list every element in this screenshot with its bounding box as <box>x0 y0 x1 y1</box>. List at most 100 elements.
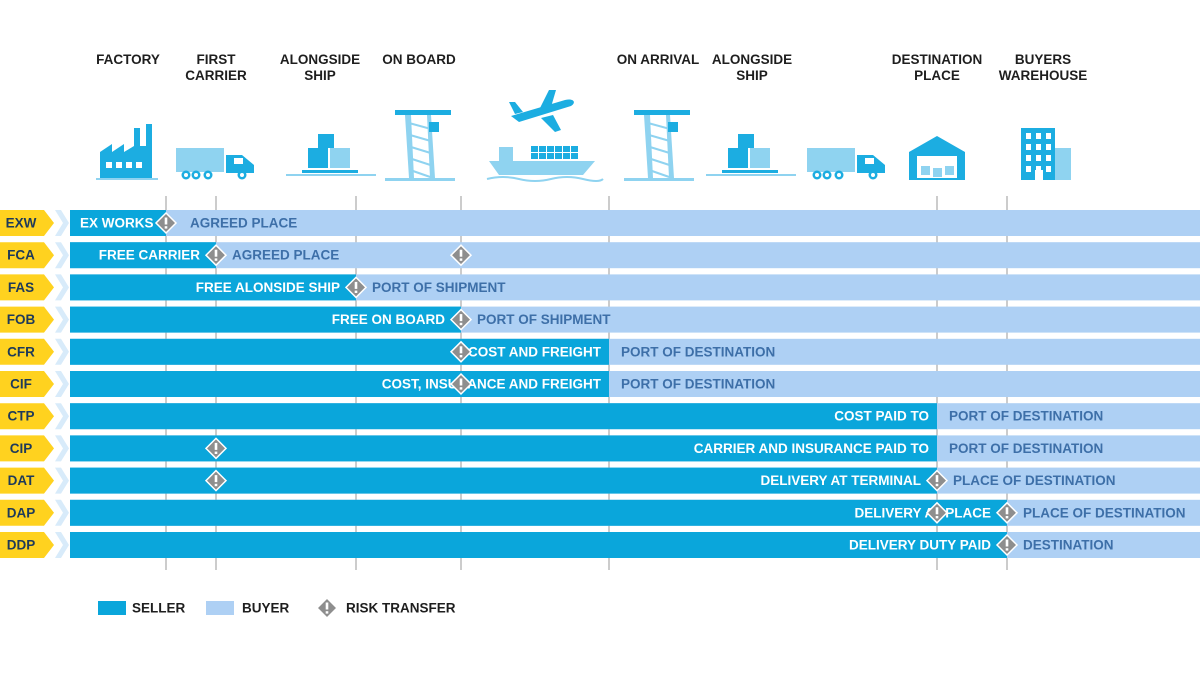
seller-bar <box>70 274 356 301</box>
risk-transfer-icon <box>449 372 473 396</box>
legend-risk-icon <box>315 596 339 620</box>
header-on-arrival: ON ARRIVAL <box>617 52 700 68</box>
seller-bar <box>70 532 1007 558</box>
risk-transfer-icon <box>449 308 473 331</box>
term-row-exw: EXW EX WORKS AGREED PLACE <box>0 210 1200 236</box>
header-factory-line: FACTORY <box>96 52 160 67</box>
legend-risk-label: RISK TRANSFER <box>346 601 456 616</box>
seller-bar <box>70 306 461 333</box>
seller-label: DELIVERY AT TERMINAL <box>760 473 921 488</box>
buyer-label: PORT OF DESTINATION <box>621 344 775 359</box>
buyer-label: PORT OF SHIPMENT <box>477 312 611 327</box>
legend-buyer-label: BUYER <box>242 601 290 616</box>
term-row-dat: DAT DELIVERY AT TERMINAL PLACE OF DESTINAT… <box>0 467 1200 494</box>
chevron-icon <box>55 274 69 301</box>
risk-transfer-icon <box>204 469 228 492</box>
term-code-badge <box>0 210 54 236</box>
risk-transfer-icon <box>925 469 949 492</box>
seller-label: DELIVERY AT PLACE <box>854 505 991 520</box>
term-row-cfr: CFR COST AND FREIGHT PORT OF DESTINATION <box>0 338 1200 365</box>
chevron-icon <box>55 338 69 365</box>
term-code-badge <box>0 371 54 397</box>
risk-transfer-icon <box>154 211 178 235</box>
boxes-on-pallet-icon <box>286 134 376 176</box>
risk-transfer-icon <box>925 501 949 524</box>
buyer-label: AGREED PLACE <box>232 248 339 263</box>
chevron-icon <box>55 371 69 397</box>
risk-transfer-icon <box>449 340 473 363</box>
legend-buyer-swatch <box>206 601 234 615</box>
chevron-icon <box>55 467 69 494</box>
seller-bar <box>70 371 609 397</box>
header-destination-place-line: DESTINATION <box>891 52 983 67</box>
term-code-badge <box>0 242 54 269</box>
seller-label: DELIVERY DUTY PAID <box>849 538 991 553</box>
term-code: DDP <box>7 538 36 553</box>
term-code: FCA <box>7 248 35 263</box>
term-code: DAT <box>8 473 35 488</box>
header-factory: FACTORY <box>96 52 160 68</box>
term-code: DAP <box>7 505 36 520</box>
legend: SELLER BUYER RISK TRANSFER <box>98 596 456 620</box>
seller-label: FREE ALONSIDE SHIP <box>196 280 340 295</box>
buyer-label: PORT OF DESTINATION <box>949 409 1103 424</box>
term-code-badge <box>0 467 54 494</box>
term-row-ddp: DDP DELIVERY DUTY PAID DESTINATION <box>0 532 1200 558</box>
term-code: CFR <box>7 344 35 359</box>
seller-label: COST PAID TO <box>834 409 929 424</box>
term-row-fca: FCA FREE CARRIER AGREED PLACE <box>0 242 1200 269</box>
seller-bar <box>70 403 937 430</box>
buyer-label: PLACE OF DESTINATION <box>953 473 1116 488</box>
chevron-icon <box>55 242 69 269</box>
factory-icon <box>96 124 158 180</box>
buyer-bar <box>70 210 1200 236</box>
header-on-board-line: ON BOARD <box>382 52 456 67</box>
term-code: EXW <box>6 216 37 231</box>
chevron-icon <box>55 435 69 462</box>
header-on-board: ON BOARD <box>382 52 456 68</box>
chevron-icon <box>55 499 69 526</box>
term-code-badge <box>0 403 54 430</box>
seller-bar <box>70 499 1007 526</box>
legend-seller-swatch <box>98 601 126 615</box>
chevron-icon <box>55 306 69 333</box>
seller-label: COST AND FREIGHT <box>468 344 602 359</box>
buyer-bar <box>70 242 1200 269</box>
seller-label: EX WORKS <box>80 216 154 231</box>
buyer-label: AGREED PLACE <box>190 216 297 231</box>
truck-icon <box>176 148 254 180</box>
header-buyers-warehouse-line: BUYERS <box>1014 52 1072 67</box>
term-code-badge <box>0 338 54 365</box>
seller-bar <box>70 242 216 269</box>
chevron-icon <box>55 210 69 236</box>
chevron-icon <box>55 532 69 558</box>
risk-transfer-icon <box>449 244 473 267</box>
seller-label: FREE ON BOARD <box>332 312 446 327</box>
seller-label: FREE CARRIER <box>99 248 201 263</box>
term-code: FAS <box>8 280 34 295</box>
header-destination-place-line: PLACE <box>914 68 960 83</box>
risk-transfer-icon <box>344 276 368 299</box>
header-first-carrier-line: FIRST <box>196 52 236 67</box>
term-code: CIF <box>10 377 32 392</box>
airplane-icon <box>509 90 574 132</box>
term-code-badge <box>0 532 54 558</box>
header-buyers-warehouse-line: WAREHOUSE <box>998 68 1088 83</box>
term-row-ctp: CTP COST PAID TO PORT OF DESTINATION <box>0 403 1200 430</box>
buyer-label: PORT OF DESTINATION <box>949 441 1103 456</box>
legend-seller-label: SELLER <box>132 601 186 616</box>
term-code-badge <box>0 435 54 462</box>
risk-transfer-icon <box>995 533 1019 557</box>
term-code-badge <box>0 306 54 333</box>
term-code: CTP <box>8 409 35 424</box>
seller-bar <box>70 210 166 236</box>
buyer-label: DESTINATION <box>1023 538 1114 553</box>
